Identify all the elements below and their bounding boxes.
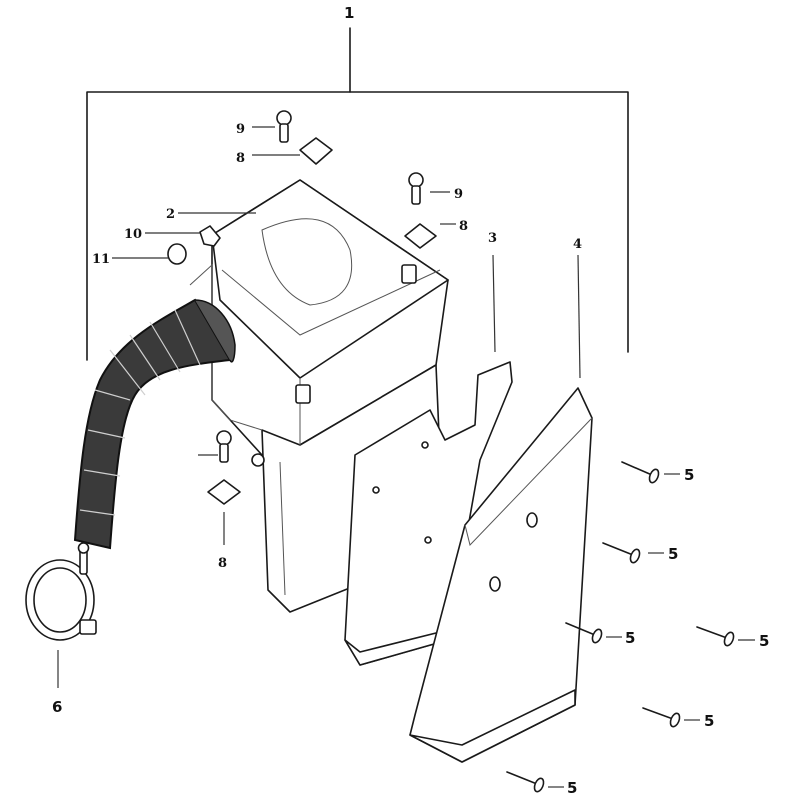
label-part-9-top: 9 (236, 122, 245, 137)
screw-5-c (565, 622, 622, 644)
hose-clamp (25, 559, 97, 688)
label-part-1: 1 (344, 4, 354, 22)
label-part-5-d: 5 (759, 632, 769, 650)
label-part-8-mid: 8 (218, 556, 227, 571)
airbox-cover (409, 387, 593, 763)
label-part-9-right: 9 (454, 187, 463, 202)
label-part-6: 6 (52, 698, 62, 716)
label-part-3: 3 (488, 231, 497, 246)
label-part-10: 10 (124, 227, 142, 242)
screw-5-f (506, 771, 564, 793)
fitting-11 (112, 243, 187, 265)
label-part-8-right: 8 (459, 219, 468, 234)
label-part-5-b: 5 (668, 545, 678, 563)
fitting-10 (145, 225, 221, 247)
label-part-2: 2 (166, 207, 175, 222)
airbox-housing (189, 179, 449, 613)
screw-9-top (252, 110, 292, 143)
label-part-5-e: 5 (704, 712, 714, 730)
screw-5-b (602, 542, 664, 564)
clip-8-mid (207, 479, 241, 545)
label-part-11: 11 (92, 252, 110, 267)
screw-9-right (408, 172, 450, 205)
screw-5-a (621, 461, 680, 484)
label-part-4: 4 (573, 237, 582, 252)
clip-8-top (252, 137, 333, 165)
label-part-5-c: 5 (625, 629, 635, 647)
clip-8-right (404, 223, 456, 249)
label-part-5-f: 5 (567, 779, 577, 797)
screw-5-e (642, 707, 700, 728)
screw-duct (77, 542, 90, 575)
label-part-5-a: 5 (684, 466, 694, 484)
filter-element (344, 361, 513, 666)
assembly-bracket (86, 27, 629, 361)
inlet-duct (73, 298, 236, 550)
label-part-8-top: 8 (236, 151, 245, 166)
screw-5-d (696, 626, 755, 647)
screw-9-mid (198, 430, 232, 463)
